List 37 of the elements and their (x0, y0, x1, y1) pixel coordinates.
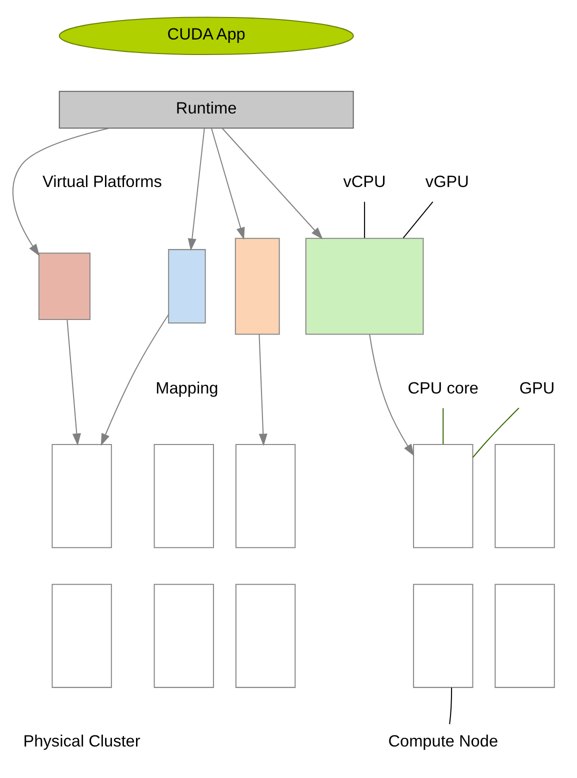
node-box (235, 444, 296, 548)
node-ellipse: CUDA App (58, 16, 354, 55)
label: Mapping (156, 379, 218, 398)
arrow (100, 314, 169, 446)
arrow (66, 320, 81, 446)
arrow (188, 128, 205, 251)
connector (449, 688, 452, 724)
node-text: Compute Node (388, 732, 498, 750)
node-box (52, 584, 112, 688)
node-text: vCPU (343, 173, 386, 192)
node-text: CPU core (408, 379, 479, 398)
node-box: Runtime (58, 90, 354, 129)
node-box (168, 249, 206, 324)
arrow (369, 334, 414, 456)
node-box (413, 584, 474, 688)
label: Physical Cluster (23, 732, 140, 750)
arrow (210, 128, 245, 240)
node-text: GPU (519, 379, 555, 398)
connector (472, 408, 520, 458)
connector (364, 202, 366, 238)
node-box (494, 444, 555, 548)
connector (402, 202, 434, 238)
node-box (235, 584, 296, 688)
arrow (222, 128, 323, 240)
node-box (413, 444, 474, 548)
node-box (305, 238, 424, 335)
node-box (38, 252, 90, 320)
node-text: vGPU (425, 173, 469, 192)
node-box (52, 444, 112, 548)
connector (442, 408, 444, 444)
arrow (12, 128, 110, 256)
node-box (494, 584, 555, 688)
arrow (258, 334, 268, 446)
label: Virtual Platforms (42, 173, 162, 192)
node-box (234, 238, 280, 335)
node-box (154, 584, 214, 688)
node-box (154, 444, 214, 548)
